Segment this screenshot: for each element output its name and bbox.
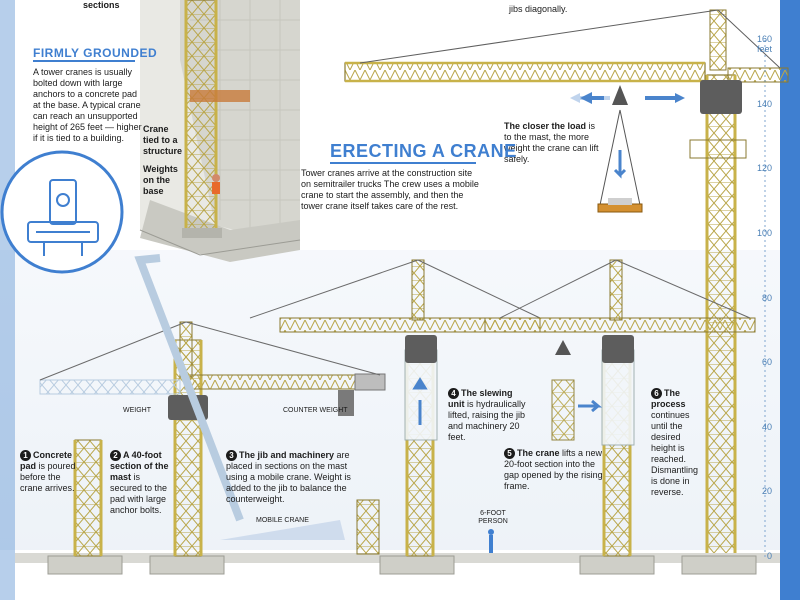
step-3-rest: are placed in sections on the mast using… — [226, 450, 351, 504]
firmly-grounded-title: FIRMLY GROUNDED — [33, 46, 158, 60]
step-4-bold: The slewing unit — [448, 388, 513, 409]
firmly-grounded-body: A tower cranes is usually bolted down wi… — [33, 67, 142, 143]
height-tick-40: 40 — [761, 421, 772, 432]
step-5-bold: The crane — [517, 448, 560, 458]
counter-weight-label: COUNTER WEIGHT — [283, 407, 348, 414]
height-tick-140: 140 — [756, 98, 772, 109]
height-tick-120: 120 — [756, 163, 772, 174]
height-tick-0: 0 — [766, 551, 772, 561]
step-3-number: 3 — [226, 450, 237, 461]
erecting-body: Tower cranes arrive at the construction … — [301, 168, 479, 211]
step-1-number: 1 — [20, 450, 31, 461]
step-4-rest: is hydraulically lifted, raising the jib… — [448, 399, 526, 442]
step-4-number: 4 — [448, 388, 459, 399]
step-5-number: 5 — [504, 448, 515, 459]
height-tick-80: 80 — [761, 292, 772, 303]
closer-load-rest: is to the mast, the more weight the cran… — [504, 121, 599, 164]
step-2-number: 2 — [110, 450, 121, 461]
weight-label: WEIGHT — [123, 407, 151, 414]
height-tick-20: 20 — [761, 486, 772, 497]
height-tick-60: 60 — [761, 357, 772, 368]
sections-label: sections — [83, 0, 120, 10]
step-6-rest: continues until the desired height is re… — [651, 410, 699, 497]
height-tick-160: 160 feet — [756, 34, 772, 54]
step-2-rest: is secured to the pad with large anchor … — [110, 472, 168, 515]
erecting-rule — [330, 162, 476, 164]
step-1-rest: is poured before the crane arrives. — [20, 461, 76, 493]
crane-tied-label: Crane tied to a structure — [143, 124, 183, 156]
person-label: 6-FOOT PERSON — [478, 510, 508, 525]
mobile-crane-label: MOBILE CRANE — [256, 517, 309, 524]
weights-label: Weights on the base — [143, 164, 178, 196]
erecting-title: ERECTING A CRANE — [330, 141, 517, 161]
step-2-bold: A 40-foot section of the mast — [110, 450, 169, 482]
step-1-bold: Concrete pad — [20, 450, 73, 471]
height-tick-100: 100 — [756, 227, 772, 238]
step-6-bold: The process — [651, 388, 686, 409]
closer-load-caption: The closer the load is to the mast, the … — [504, 121, 604, 165]
firmly-grounded-rule — [33, 60, 135, 62]
step-5-rest: lifts a new 20-foot section into the gap… — [504, 448, 603, 491]
jibs-caption: jibs diagonally. — [509, 4, 568, 14]
closer-load-bold: The closer the load — [504, 121, 587, 131]
step-3-bold: The jib and machinery — [239, 450, 335, 460]
step-6-number: 6 — [651, 388, 662, 399]
